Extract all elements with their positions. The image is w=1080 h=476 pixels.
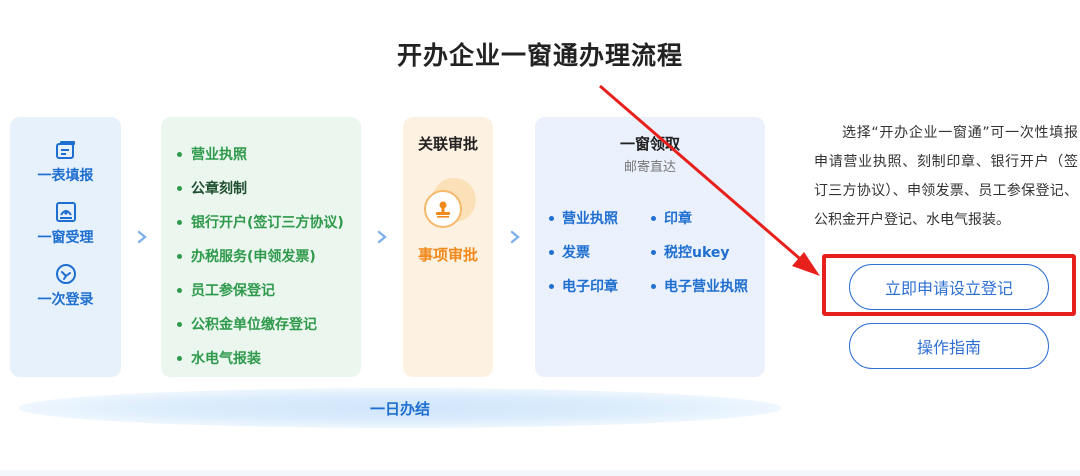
- apply-registration-button[interactable]: 立即申请设立登记: [849, 264, 1049, 310]
- service-item: 员工参保登记: [177, 273, 361, 307]
- bullet: [177, 151, 182, 157]
- collect-item: 印章: [651, 208, 692, 228]
- bullet: [177, 287, 182, 293]
- step-collect-panel: 一窗领取 邮寄直达 营业执照 印章 发票 税控ukey 电子印章 电子营业执照: [535, 117, 765, 377]
- one-day-banner: 一日办结: [18, 388, 782, 428]
- chevron-right-icon: [137, 230, 147, 244]
- step-approval-panel: 关联审批 事项审批: [403, 117, 493, 377]
- form-icon: [53, 137, 79, 163]
- chevron-right-icon: [377, 230, 387, 244]
- bullet: [177, 321, 182, 327]
- collect-heading: 一窗领取: [619, 135, 680, 153]
- service-item: 营业执照: [177, 137, 361, 171]
- service-item: 水电气报装: [177, 341, 361, 375]
- bullet: [651, 283, 656, 289]
- stamp-icon: [424, 190, 462, 228]
- collect-item: 营业执照: [549, 208, 651, 228]
- step-services-panel: 营业执照 公章刻制 银行开户(签订三方协议) 办税服务(申领发票) 员工参保登记…: [161, 117, 361, 377]
- entry-label: 一表填报: [37, 168, 94, 184]
- bullet: [549, 283, 554, 289]
- page-title: 开办企业一窗通办理流程: [396, 41, 683, 70]
- highlight-box: [822, 254, 1076, 316]
- divider: [0, 470, 1080, 476]
- entry-window: 一窗受理: [38, 199, 94, 247]
- one-day-label: 一日办结: [369, 399, 430, 418]
- bullet: [651, 249, 656, 255]
- entry-form: 一表填报: [38, 137, 94, 185]
- bullet: [651, 215, 656, 221]
- approval-badge: [418, 178, 478, 242]
- collect-subheading: 邮寄直达: [623, 160, 676, 175]
- approval-label: 事项审批: [417, 246, 478, 264]
- operation-guide-button[interactable]: 操作指南: [849, 323, 1049, 369]
- collect-item: 电子营业执照: [651, 276, 748, 296]
- bullet: [177, 253, 182, 259]
- bullet: [177, 219, 182, 225]
- collect-item: 电子印章: [549, 276, 651, 296]
- service-description: 选择“开办企业一窗通”可一次性填报申请营业执照、刻制印章、银行开户（签订三方协议…: [814, 125, 1078, 228]
- approval-heading: 关联审批: [417, 135, 478, 153]
- service-item: 银行开户(签订三方协议): [177, 205, 361, 239]
- login-icon: [53, 261, 79, 287]
- entry-login: 一次登录: [38, 261, 94, 309]
- collect-items: 营业执照 印章 发票 税控ukey 电子印章 电子营业执照: [549, 201, 759, 303]
- step-submit-panel: 一表填报 一窗受理 一次登录: [10, 117, 121, 377]
- window-icon: [53, 199, 79, 225]
- service-item: 公积金单位缴存登记: [177, 307, 361, 341]
- service-item: 公章刻制: [177, 171, 361, 205]
- chevron-right-icon: [510, 230, 520, 244]
- collect-item: 发票: [549, 242, 651, 262]
- entry-label: 一窗受理: [37, 230, 94, 246]
- service-item: 办税服务(申领发票): [177, 239, 361, 273]
- collect-item: 税控ukey: [651, 242, 730, 262]
- bullet: [549, 215, 554, 221]
- bullet: [549, 249, 554, 255]
- bullet: [177, 185, 182, 191]
- entry-label: 一次登录: [37, 292, 94, 308]
- bullet: [177, 355, 182, 361]
